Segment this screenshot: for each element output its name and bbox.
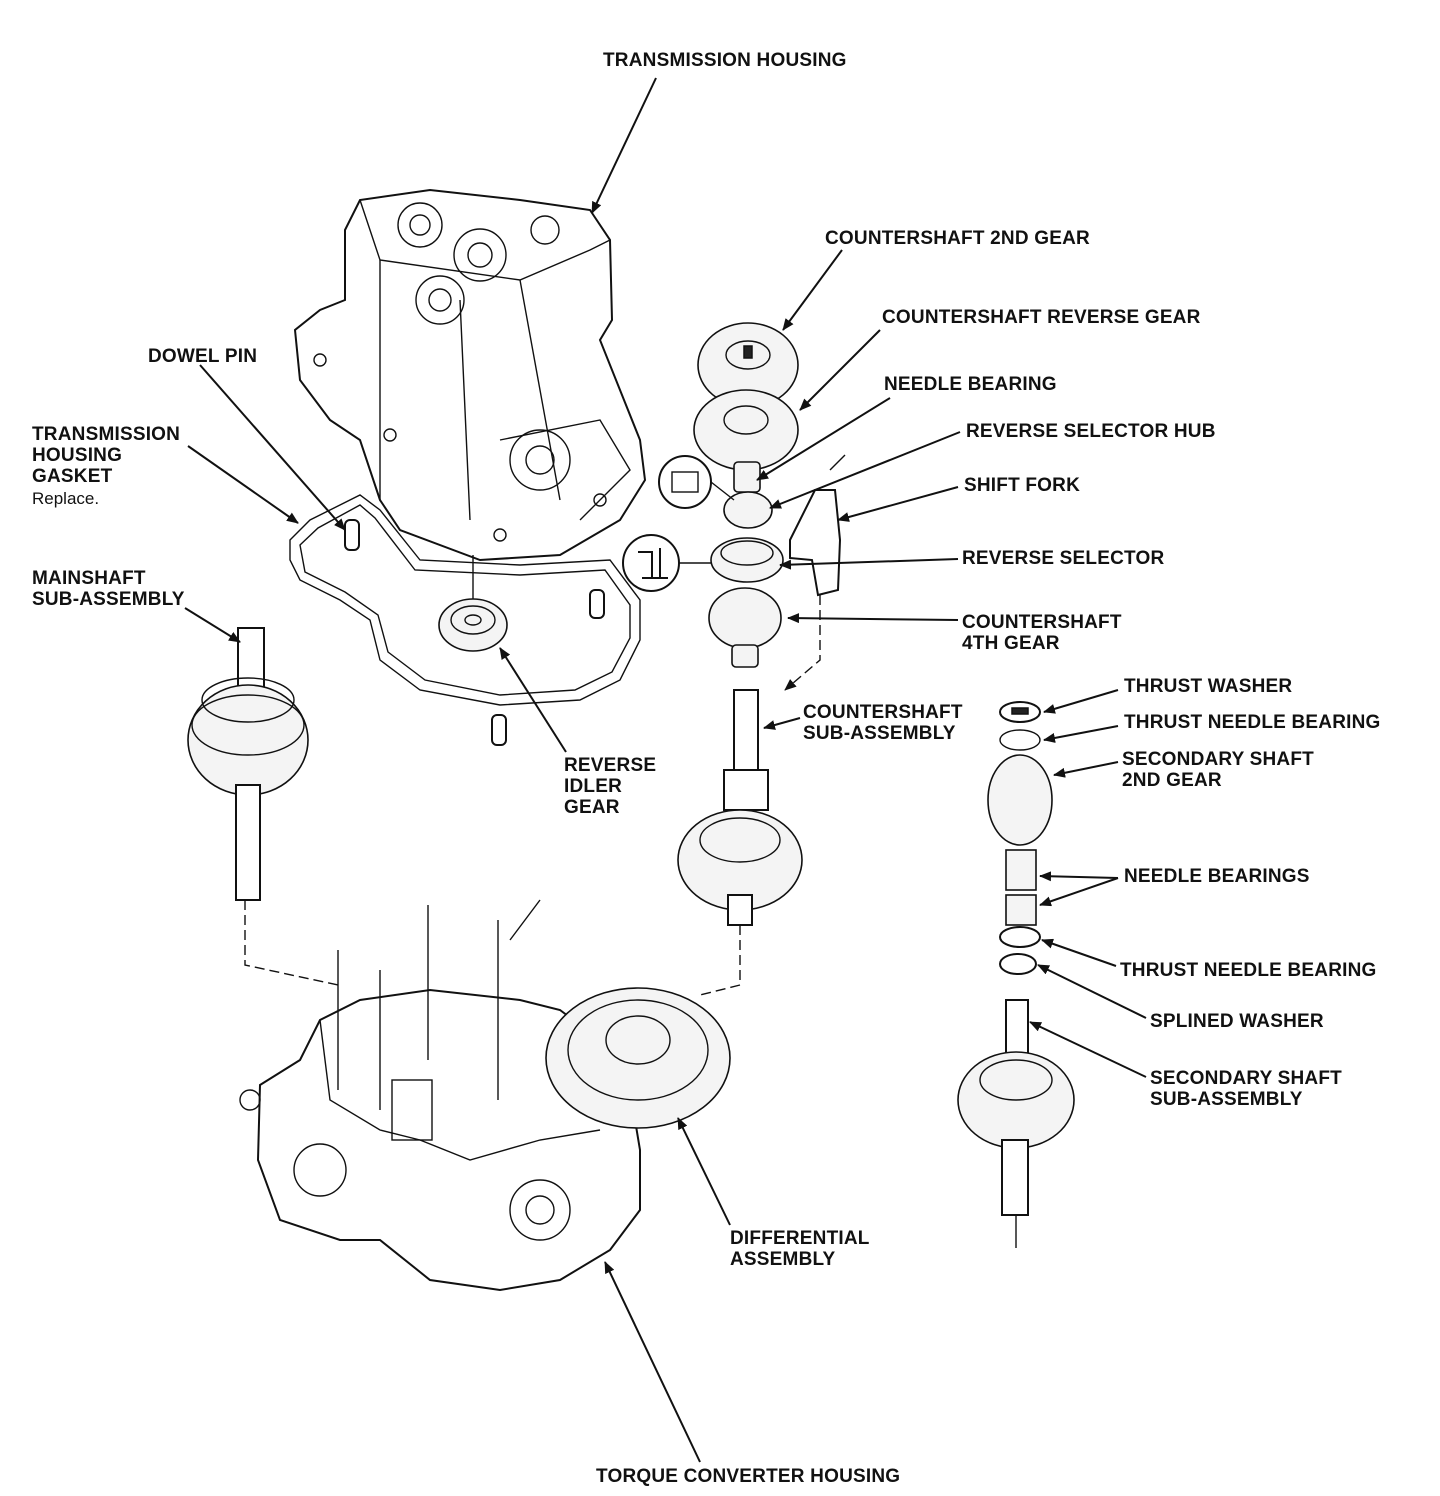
leader-lines bbox=[184, 77, 1147, 1463]
thrust-washer-label: THRUST WASHER bbox=[1124, 676, 1293, 697]
shift-fork-label: SHIFT FORK bbox=[964, 475, 1080, 496]
reverse-selector-part bbox=[710, 537, 784, 583]
splined-washer-label: SPLINED WASHER bbox=[1150, 1011, 1324, 1032]
countershaft-4th-gear-label: COUNTERSHAFT 4TH GEAR bbox=[962, 612, 1122, 654]
transmission-housing-gasket-part bbox=[289, 494, 641, 706]
thrust-needle-bearing-top-label: THRUST NEEDLE BEARING bbox=[1124, 712, 1381, 733]
countershaft-reverse-gear-part bbox=[693, 389, 799, 471]
needle-bearing-part bbox=[733, 461, 761, 493]
needle-bearing-label: NEEDLE BEARING bbox=[884, 374, 1057, 395]
differential-assembly-part bbox=[545, 987, 731, 1129]
reverse-selector-label: REVERSE SELECTOR bbox=[962, 548, 1165, 569]
torque-converter-housing-part bbox=[239, 899, 641, 1292]
secondary-shaft-sub-assembly-label: SECONDARY SHAFT SUB-ASSEMBLY bbox=[1150, 1068, 1342, 1110]
reverse-idler-gear-part bbox=[438, 555, 508, 652]
dowel-pin-part bbox=[344, 519, 605, 746]
mainshaft-sub-assembly-part bbox=[187, 627, 309, 901]
transmission-housing-label: TRANSMISSION HOUSING bbox=[603, 50, 847, 71]
mainshaft-sub-assembly-label: MAINSHAFT SUB-ASSEMBLY bbox=[32, 568, 185, 610]
square-symbol-icon bbox=[658, 455, 712, 509]
differential-assembly-label: DIFFERENTIAL ASSEMBLY bbox=[730, 1228, 870, 1270]
torque-converter-housing-label: TORQUE CONVERTER HOUSING bbox=[596, 1466, 901, 1487]
countershaft-sub-assembly-label: COUNTERSHAFT SUB-ASSEMBLY bbox=[803, 702, 963, 744]
gasket-replace-note: Replace. bbox=[32, 489, 100, 508]
transmission-housing-gasket-label: TRANSMISSION HOUSING GASKET bbox=[32, 424, 181, 487]
reverse-selector-hub-part bbox=[723, 491, 773, 529]
secondary-shaft-2nd-gear-label: SECONDARY SHAFT 2ND GEAR bbox=[1122, 749, 1314, 791]
countershaft-4th-gear-part bbox=[708, 587, 782, 668]
shift-fork-part bbox=[789, 454, 846, 597]
reverse-selector-hub-label: REVERSE SELECTOR HUB bbox=[966, 421, 1216, 442]
reverse-idler-gear-label: REVERSE IDLER GEAR bbox=[564, 755, 657, 818]
thrust-needle-bearing-bottom-label: THRUST NEEDLE BEARING bbox=[1120, 960, 1377, 981]
dowel-pin-label: DOWEL PIN bbox=[148, 346, 258, 367]
countershaft-sub-assembly-part bbox=[677, 689, 803, 926]
transmission-housing-part bbox=[293, 188, 647, 562]
secondary-shaft-part-stack bbox=[957, 701, 1075, 1248]
oil-symbol-icon bbox=[622, 534, 680, 592]
needle-bearings-label: NEEDLE BEARINGS bbox=[1124, 866, 1310, 887]
countershaft-reverse-gear-label: COUNTERSHAFT REVERSE GEAR bbox=[882, 307, 1201, 328]
countershaft-2nd-gear-label: COUNTERSHAFT 2ND GEAR bbox=[825, 228, 1090, 249]
